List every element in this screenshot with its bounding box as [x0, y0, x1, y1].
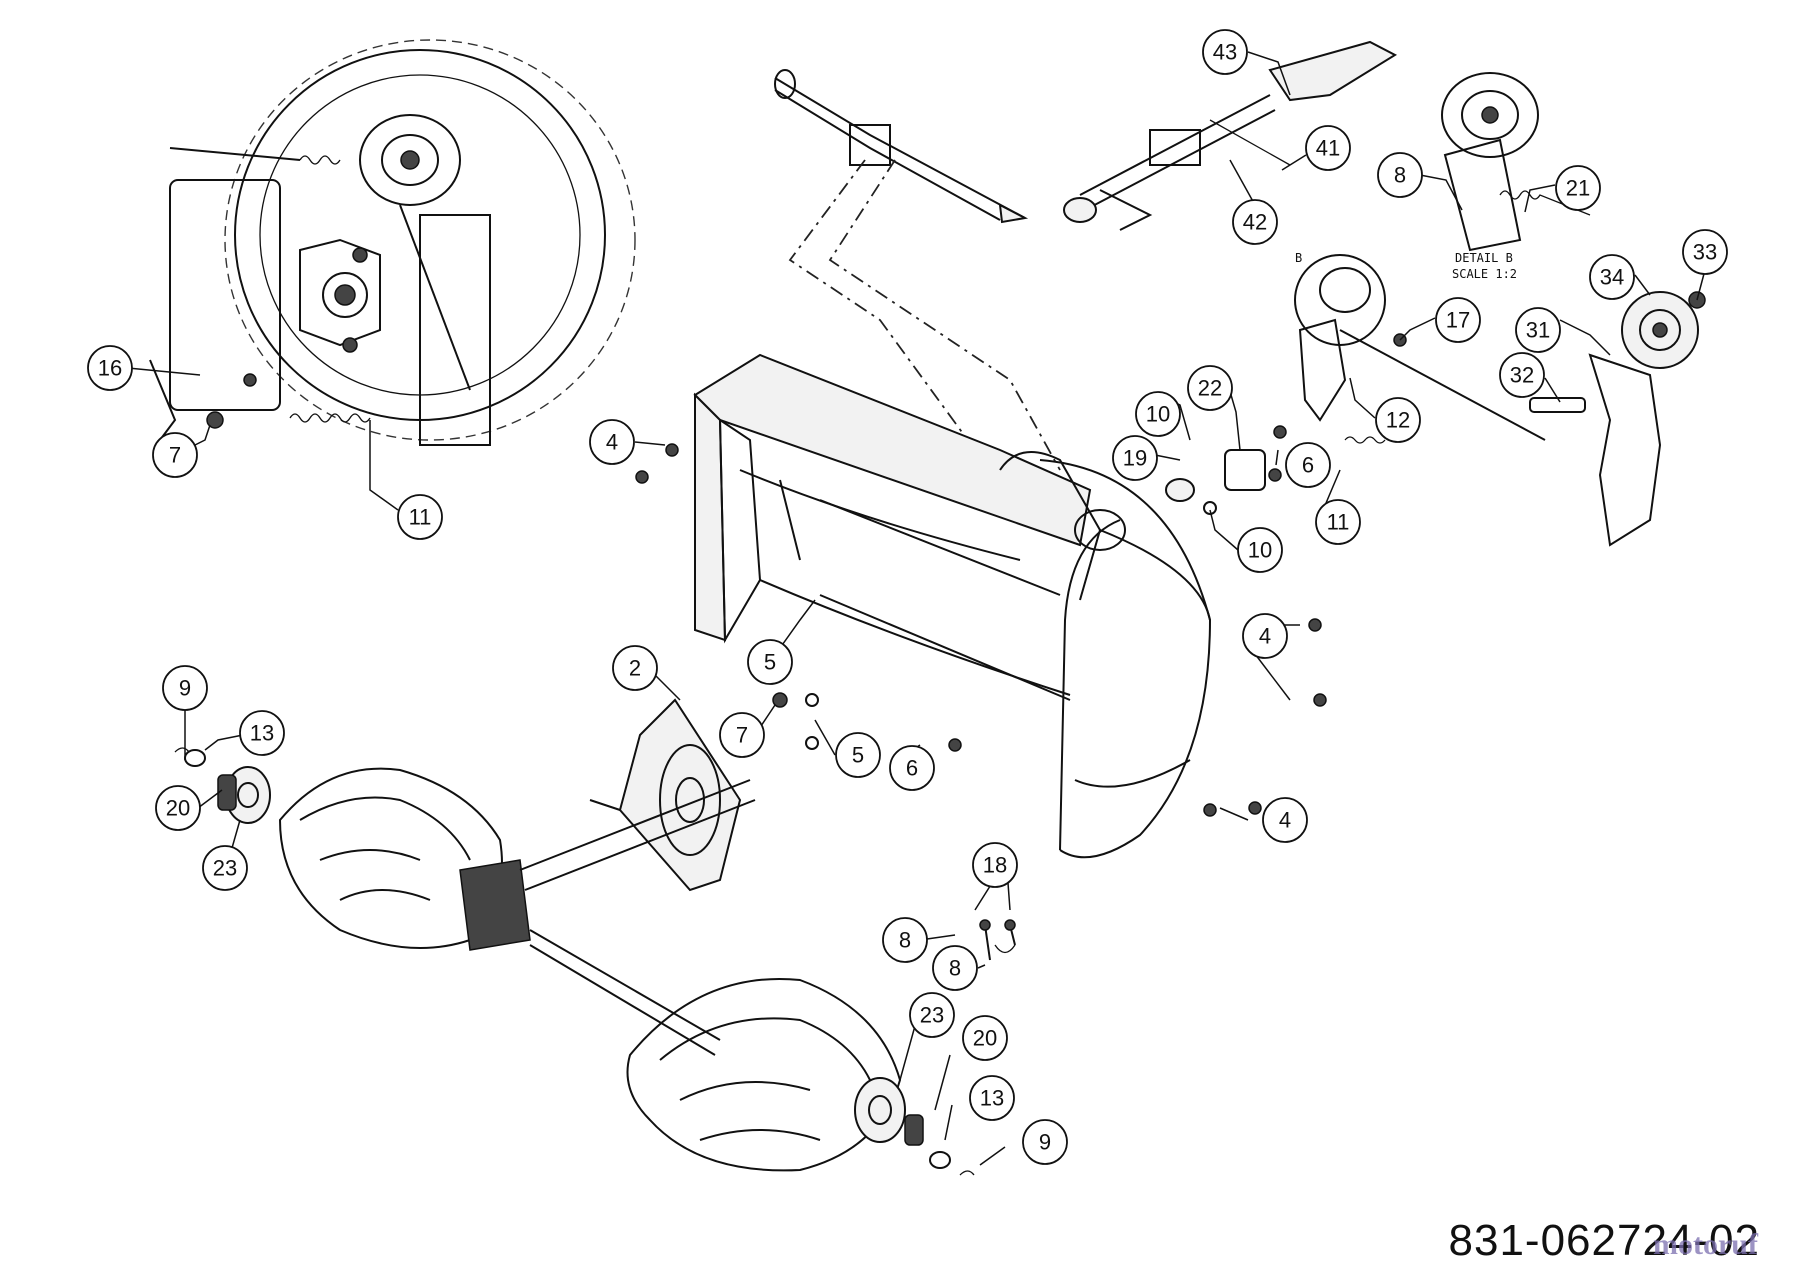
callout-8: 8	[882, 917, 928, 963]
svg-text:8: 8	[899, 928, 911, 953]
callout-10: 10	[1237, 527, 1283, 573]
idler-bracket	[1529, 291, 1706, 547]
crank-handle	[1063, 40, 1398, 231]
svg-text:6: 6	[906, 756, 918, 781]
callout-6: 6	[1285, 442, 1331, 488]
chute-crank-assembly	[774, 69, 1061, 471]
callout-4: 4	[589, 419, 635, 465]
svg-text:23: 23	[920, 1003, 944, 1028]
scale-label: SCALE 1:2	[1452, 267, 1517, 281]
svg-text:12: 12	[1386, 408, 1410, 433]
detail-label: DETAIL B	[1455, 251, 1513, 265]
svg-text:31: 31	[1526, 318, 1550, 343]
callout-42: 42	[1232, 199, 1278, 245]
callout-32: 32	[1499, 352, 1545, 398]
callout-13: 13	[969, 1075, 1015, 1121]
callout-12: 12	[1375, 397, 1421, 443]
drawing-number: 831-062724-02	[1448, 1216, 1760, 1265]
callout-23: 23	[202, 845, 248, 891]
callout-9: 9	[162, 665, 208, 711]
svg-text:33: 33	[1693, 240, 1717, 265]
callout-13: 13	[239, 710, 285, 756]
callout-20: 20	[962, 1015, 1008, 1061]
svg-text:4: 4	[606, 430, 618, 455]
right-auger	[626, 978, 975, 1176]
callout-31: 31	[1515, 307, 1561, 353]
svg-text:32: 32	[1510, 363, 1534, 388]
callout-5: 5	[835, 732, 881, 778]
shear-pins	[979, 919, 1016, 961]
callout-33: 33	[1682, 229, 1728, 275]
svg-text:16: 16	[98, 356, 122, 381]
callout-16: 16	[87, 345, 133, 391]
callout-4: 4	[1262, 797, 1308, 843]
watermark-logo: motoruf	[1653, 1228, 1758, 1261]
callout-5: 5	[747, 639, 793, 685]
callout-23: 23	[909, 992, 955, 1038]
svg-text:6: 6	[1302, 453, 1314, 478]
svg-text:22: 22	[1198, 376, 1222, 401]
leader-lines	[127, 51, 1706, 1166]
detail-marker: B	[1295, 251, 1302, 265]
callout-7: 7	[152, 432, 198, 478]
callout-7: 7	[719, 712, 765, 758]
svg-text:19: 19	[1123, 446, 1147, 471]
callout-20: 20	[155, 785, 201, 831]
svg-text:11: 11	[1327, 510, 1350, 535]
callout-21: 21	[1555, 165, 1601, 211]
callout-2: 2	[612, 645, 658, 691]
svg-text:21: 21	[1566, 176, 1590, 201]
belt-drive-detail	[149, 39, 636, 446]
svg-text:9: 9	[1039, 1130, 1051, 1155]
svg-text:5: 5	[764, 650, 776, 675]
svg-text:4: 4	[1279, 808, 1291, 833]
callout-43: 43	[1202, 29, 1248, 75]
svg-text:5: 5	[852, 743, 864, 768]
callout-17: 17	[1435, 297, 1481, 343]
idler-arm: B	[1294, 251, 1546, 444]
svg-text:7: 7	[736, 723, 748, 748]
auger-housing	[693, 353, 1266, 859]
svg-text:8: 8	[949, 956, 961, 981]
callout-6: 6	[889, 745, 935, 791]
callout-4: 4	[1242, 613, 1288, 659]
hardware-bolts	[635, 333, 1407, 817]
svg-text:9: 9	[179, 676, 191, 701]
svg-text:8: 8	[1394, 163, 1406, 188]
svg-text:20: 20	[973, 1026, 997, 1051]
impeller	[589, 698, 742, 892]
callout-9: 9	[1022, 1119, 1068, 1165]
callout-11: 11	[1315, 499, 1361, 545]
svg-text:11: 11	[409, 505, 432, 530]
detail-b: DETAIL B SCALE 1:2	[1441, 72, 1591, 281]
svg-text:7: 7	[169, 443, 181, 468]
callout-18: 18	[972, 842, 1018, 888]
callout-11: 11	[397, 494, 443, 540]
callout-10: 10	[1135, 391, 1181, 437]
svg-text:34: 34	[1600, 265, 1624, 290]
left-auger	[278, 767, 756, 1056]
svg-text:10: 10	[1146, 402, 1170, 427]
svg-text:4: 4	[1259, 624, 1271, 649]
callout-41: 41	[1305, 125, 1351, 171]
svg-text:17: 17	[1446, 308, 1470, 333]
callout-8: 8	[932, 945, 978, 991]
svg-text:23: 23	[213, 856, 237, 881]
svg-text:13: 13	[250, 721, 274, 746]
svg-text:18: 18	[983, 853, 1007, 878]
callout-8: 8	[1377, 152, 1423, 198]
svg-text:42: 42	[1243, 210, 1267, 235]
callout-34: 34	[1589, 254, 1635, 300]
svg-text:2: 2	[629, 656, 641, 681]
svg-text:10: 10	[1248, 538, 1272, 563]
svg-text:20: 20	[166, 796, 190, 821]
callout-19: 19	[1112, 435, 1158, 481]
callout-22: 22	[1187, 365, 1233, 411]
svg-text:43: 43	[1213, 40, 1237, 65]
svg-text:41: 41	[1316, 136, 1340, 161]
svg-text:13: 13	[980, 1086, 1004, 1111]
